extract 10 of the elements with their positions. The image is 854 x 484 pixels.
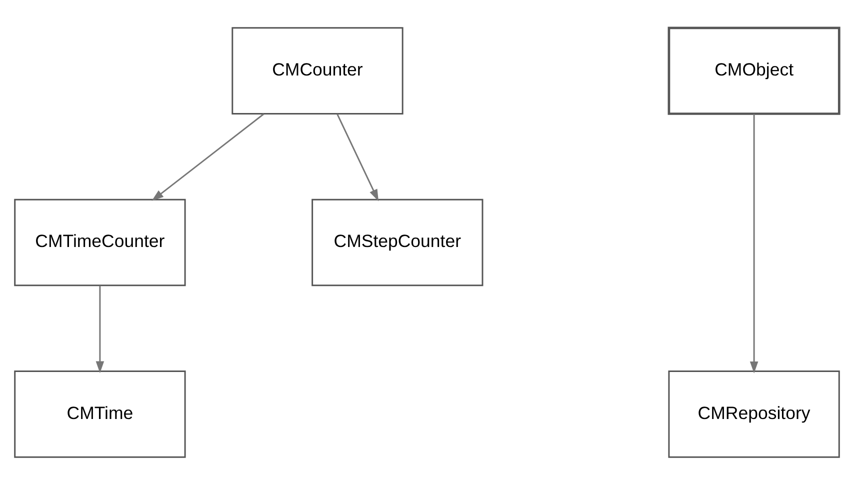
- node-box: CMStepCounter: [312, 198, 484, 286]
- arrow: [336, 113, 379, 201]
- node-box: CMTimeCounter: [14, 198, 186, 286]
- arrow: [152, 112, 264, 200]
- arrow: [750, 114, 758, 373]
- arrow: [96, 285, 104, 373]
- node-box: CMObject: [668, 26, 840, 114]
- node-box: CMCounter: [232, 26, 404, 114]
- node-box: CMRepository: [668, 370, 840, 458]
- node-box: CMTime: [14, 370, 186, 458]
